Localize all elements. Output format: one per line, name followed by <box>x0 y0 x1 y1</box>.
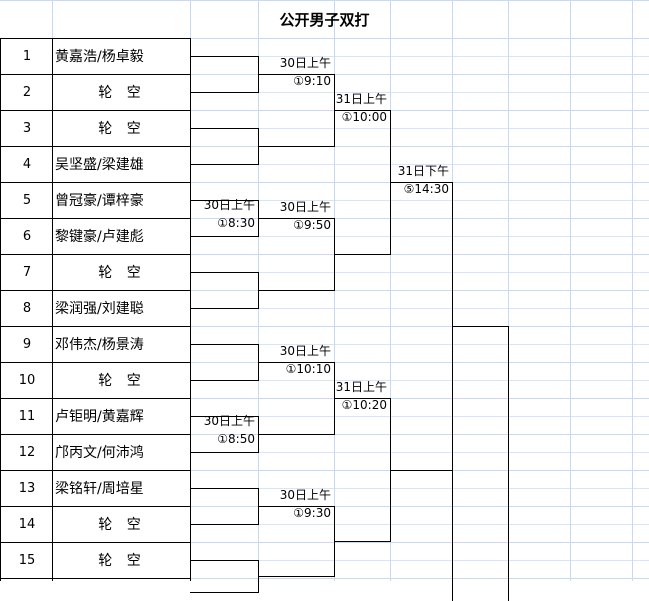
entry-team-name: 曾冠豪/谭梓豪 <box>55 193 144 209</box>
bracket-line <box>190 236 259 237</box>
bracket-line <box>258 74 335 75</box>
bracket-line <box>190 380 259 381</box>
entry-number: 1 <box>22 48 32 64</box>
bracket-line <box>258 290 335 291</box>
match-time: ①8:50 <box>217 432 255 446</box>
bracket-line <box>390 469 453 471</box>
entry-team-name: 轮 空 <box>98 373 146 389</box>
match-date: 31日上午 <box>335 92 387 106</box>
bracket-line <box>190 560 259 561</box>
match-date: 30日上午 <box>279 200 331 214</box>
match-time: ①9:10 <box>293 74 331 88</box>
match-date: 30日上午 <box>279 56 331 70</box>
bracket-line <box>190 524 259 525</box>
entry-team-name: 轮 空 <box>98 553 146 569</box>
entry-team-name: 黎键豪/卢建彪 <box>55 229 144 245</box>
bracket-line <box>258 146 335 147</box>
bracket-line <box>190 272 259 273</box>
match-date: 30日上午 <box>279 488 331 502</box>
entry-team-name: 吴坚盛/梁建雄 <box>55 157 144 173</box>
bracket-line <box>258 362 335 363</box>
entry-team-name: 轮 空 <box>98 517 146 533</box>
bracket-line <box>258 218 335 219</box>
bracket-line <box>190 488 259 489</box>
match-date: 31日上午 <box>335 380 387 394</box>
bracket-line <box>190 128 259 129</box>
match-date: 30日上午 <box>279 344 331 358</box>
entry-number: 8 <box>22 300 32 316</box>
bracket-line <box>334 110 391 111</box>
bracket-line <box>190 164 259 165</box>
bracket-line <box>334 541 391 542</box>
bracket-line <box>190 308 259 309</box>
entry-number: 11 <box>18 408 36 424</box>
entry-number: 2 <box>22 84 32 100</box>
match-time: ①10:00 <box>341 110 387 124</box>
bracket-line <box>258 576 335 577</box>
entry-number: 10 <box>18 372 36 388</box>
entry-team-name: 邝丙文/何沛鸿 <box>55 445 144 461</box>
entry-team-name: 卢钜明/黄嘉辉 <box>55 409 144 425</box>
entry-number: 4 <box>22 156 32 172</box>
bracket-line <box>190 92 259 93</box>
entry-team-name: 梁润强/刘建聪 <box>55 301 144 317</box>
bracket-line <box>190 344 259 345</box>
bracket-line <box>508 325 509 601</box>
entry-number: 14 <box>18 516 36 532</box>
entry-number: 12 <box>18 444 36 460</box>
entry-number: 3 <box>22 120 32 136</box>
bracket-line <box>190 56 259 57</box>
bracket-line <box>452 325 509 327</box>
entry-team-name: 轮 空 <box>98 85 146 101</box>
match-time: ⑤14:30 <box>403 182 449 196</box>
bracket-line <box>190 592 259 593</box>
entry-number: 6 <box>22 228 32 244</box>
entry-number: 7 <box>22 264 32 280</box>
match-date: 30日上午 <box>203 414 255 428</box>
bracket-line <box>390 182 453 183</box>
bracket-line <box>258 506 335 507</box>
match-date: 30日上午 <box>203 198 255 212</box>
entry-team-name: 轮 空 <box>98 121 146 137</box>
match-time: ①8:30 <box>217 216 255 230</box>
entry-number: 15 <box>18 552 36 568</box>
match-time: ①10:10 <box>285 362 331 376</box>
bracket-line <box>452 182 453 601</box>
bracket-line <box>190 416 259 417</box>
bracket-line <box>334 254 391 255</box>
entry-number: 9 <box>22 336 32 352</box>
entry-team-name: 邓伟杰/杨景涛 <box>55 337 144 353</box>
bracket-line <box>190 452 259 453</box>
entry-number: 5 <box>22 192 32 208</box>
match-time: ①10:20 <box>341 398 387 412</box>
entry-number: 13 <box>18 480 36 496</box>
sheet-title: 公开男子双打 <box>279 10 370 29</box>
entry-team-name: 轮 空 <box>98 265 146 281</box>
match-time: ①9:50 <box>293 218 331 232</box>
match-time: ①9:30 <box>293 506 331 520</box>
match-date: 31日下午 <box>397 164 449 178</box>
bracket-line <box>334 398 391 399</box>
entry-team-name: 黄嘉浩/杨卓毅 <box>55 49 144 65</box>
bracket-line <box>258 434 335 435</box>
entry-team-name: 梁铭轩/周培星 <box>55 481 144 497</box>
bracket-line <box>190 200 259 201</box>
